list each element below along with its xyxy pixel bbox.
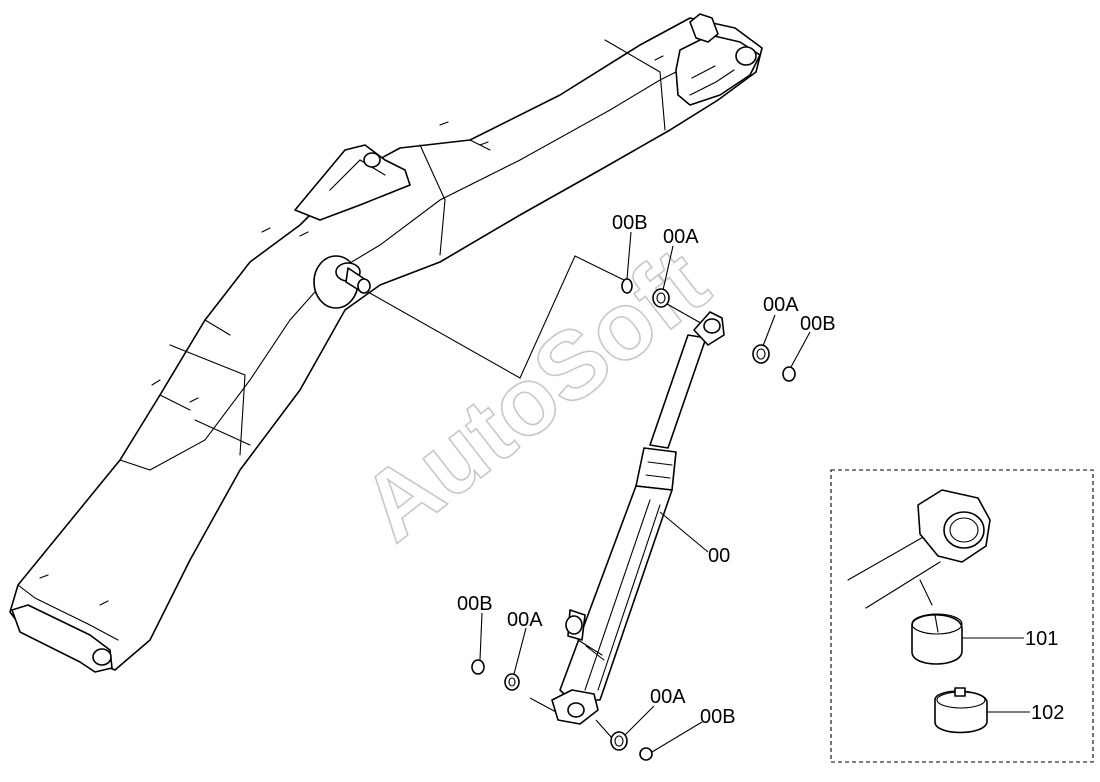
bushing-101 [911,613,963,665]
label-00b-bottom-left: 00B [457,593,493,615]
washer-00a-bottom-right [610,731,628,751]
label-bushing-101: 101 [1025,628,1058,650]
label-00a-bottom-left: 00A [507,609,543,631]
label-cylinder-00: 00 [708,545,730,567]
boom-cylinder [551,311,725,725]
label-00a-top-right: 00A [763,294,799,316]
shim-ring-00b-bottom-right [639,747,653,761]
shim-ring-00b-bottom-left [471,659,485,675]
label-00b-top-right: 00B [800,313,836,335]
shim-ring-00b-top-left [621,278,633,294]
shim-ring-00b-top-right [782,366,796,382]
label-00b-bottom-right: 00B [700,706,736,728]
pin-alignment-line-lower [529,697,613,739]
snap-ring-102 [934,687,988,734]
boom-arm [9,13,763,673]
detail-inset: 101 102 [830,469,1094,763]
label-00a-bottom-right: 00A [650,686,686,708]
label-00a-top-left: 00A [663,226,699,248]
pin-alignment-line-upper [367,255,631,379]
label-snap-ring-102: 102 [1031,702,1064,724]
washer-00a-top-left [652,288,670,308]
label-00b-top-left: 00B [612,212,648,234]
washer-00a-bottom-left [504,673,520,691]
detail-inset-border [830,469,1094,763]
washer-00a-top-right [752,344,770,364]
